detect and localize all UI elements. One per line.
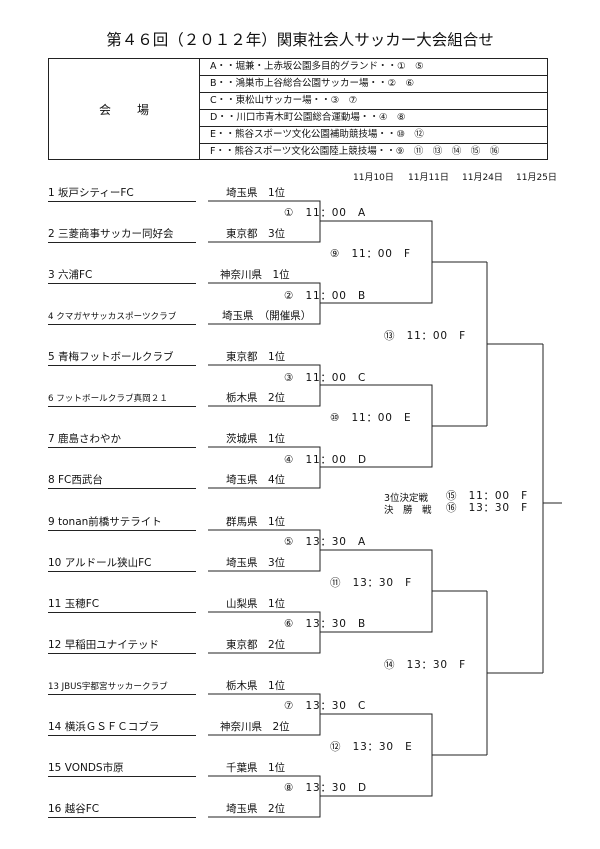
bracket-round1-3 bbox=[208, 364, 378, 407]
team-prefecture: 神奈川県 1位 bbox=[220, 269, 290, 281]
date-1: 11月10日 bbox=[353, 173, 394, 183]
team-name: 11 玉穂FC bbox=[48, 598, 100, 610]
team-prefecture: 東京都 2位 bbox=[226, 639, 286, 651]
team-underline bbox=[48, 283, 196, 284]
team-prefecture: 山梨県 1位 bbox=[226, 598, 286, 610]
team-underline bbox=[48, 447, 196, 448]
bracket-round1-2 bbox=[208, 282, 378, 325]
team-prefecture: 埼玉県 3位 bbox=[226, 557, 286, 569]
team-name: 3 六浦FC bbox=[48, 269, 93, 281]
date-4: 11月25日 bbox=[516, 173, 557, 183]
venue-row-d: D・・川口市青木町公園総合運動場・・④ ⑧ bbox=[200, 110, 547, 127]
team-underline bbox=[48, 612, 196, 613]
venue-row-c: C・・東松山サッカー場・・③ ⑦ bbox=[200, 93, 547, 110]
match-label: ① 11：00 A bbox=[284, 207, 367, 219]
team-name: 12 早稲田ユナイテッド bbox=[48, 639, 159, 651]
team-name: 15 VONDS市原 bbox=[48, 762, 124, 774]
team-underline bbox=[48, 653, 196, 654]
page-title: 第４６回（２０１２年）関東社会人サッカー大会組合せ bbox=[106, 31, 494, 49]
match-label: ⑧ 13：30 D bbox=[284, 782, 367, 794]
team-name: 5 青梅フットボールクラブ bbox=[48, 351, 174, 363]
venue-row-e: E・・熊谷スポーツ文化公園補助競技場・・⑩ ⑫ bbox=[200, 127, 547, 144]
team-underline bbox=[48, 242, 196, 243]
team-prefecture: 栃木県 1位 bbox=[226, 680, 286, 692]
match-label: ⑬ 11：00 F bbox=[384, 330, 466, 342]
third-place-label: 3位決定戦 bbox=[384, 493, 429, 504]
venue-label-cell: 会場 bbox=[49, 59, 200, 159]
bracket-round1-1 bbox=[208, 200, 378, 243]
team-prefecture: 茨城県 1位 bbox=[226, 433, 286, 445]
team-prefecture: 千葉県 1位 bbox=[226, 762, 286, 774]
team-name: 6 フットボールクラブ真岡２１ bbox=[48, 394, 168, 404]
team-name: 7 鹿島さわやか bbox=[48, 433, 122, 445]
team-name: 2 三菱商事サッカー同好会 bbox=[48, 228, 174, 240]
match-label: ③ 11：00 C bbox=[284, 372, 367, 384]
match-label: ⑭ 13：30 F bbox=[384, 659, 466, 671]
team-prefecture: 埼玉県 1位 bbox=[226, 187, 286, 199]
team-underline bbox=[48, 776, 196, 777]
final-match: ⑯ 13：30 F bbox=[446, 502, 528, 514]
venue-table: 会場 A・・堀兼・上赤坂公園多目的グランド・・① ⑤ B・・鴻巣市上谷総合公園サ… bbox=[48, 58, 548, 160]
team-name: 10 アルドール狭山FC bbox=[48, 557, 152, 569]
team-underline bbox=[48, 817, 196, 818]
bracket-round1-6 bbox=[208, 611, 378, 654]
match-label: ⑦ 13：30 C bbox=[284, 700, 367, 712]
bracket-round1-5 bbox=[208, 529, 378, 572]
team-prefecture: 栃木県 2位 bbox=[226, 392, 286, 404]
team-prefecture: 埼玉県 2位 bbox=[226, 803, 286, 815]
team-name: 16 越谷FC bbox=[48, 803, 100, 815]
team-name: 9 tonan前橋サテライト bbox=[48, 516, 162, 528]
match-label: ② 11：00 B bbox=[284, 290, 367, 302]
match-label: ⑫ 13：30 E bbox=[330, 741, 413, 753]
venue-row-a: A・・堀兼・上赤坂公園多目的グランド・・① ⑤ bbox=[200, 59, 547, 76]
final-label: 決 勝 戦 bbox=[384, 505, 432, 516]
team-underline bbox=[48, 201, 196, 202]
match-label: ⑩ 11：00 E bbox=[330, 412, 412, 424]
team-underline bbox=[48, 324, 196, 325]
bracket-round2-2 bbox=[378, 384, 487, 468]
match-label: ⑪ 13：30 F bbox=[330, 577, 412, 589]
team-name: 1 坂戸シティーFC bbox=[48, 187, 134, 199]
date-2: 11月11日 bbox=[408, 173, 449, 183]
team-underline bbox=[48, 735, 196, 736]
team-name: 13 JBUS宇都宮サッカークラブ bbox=[48, 682, 168, 692]
bracket-round2-3 bbox=[378, 549, 487, 633]
team-prefecture: 埼玉県 （開催県） bbox=[222, 310, 312, 322]
venue-label: 会場 bbox=[98, 103, 175, 117]
team-name: 4 クマガヤサッカスポーツクラブ bbox=[48, 312, 177, 322]
bracket-round1-8 bbox=[208, 775, 378, 818]
date-3: 11月24日 bbox=[462, 173, 503, 183]
bracket-round2-4 bbox=[378, 713, 487, 797]
team-prefecture: 神奈川県 2位 bbox=[220, 721, 290, 733]
venue-row-f: F・・熊谷スポーツ文化公園陸上競技場・・⑨ ⑪ ⑬ ⑭ ⑮ ⑯ bbox=[210, 146, 500, 157]
team-prefecture: 東京都 3位 bbox=[226, 228, 286, 240]
bracket-round1-7 bbox=[208, 693, 378, 736]
team-underline bbox=[48, 694, 196, 695]
bracket-round2-1 bbox=[378, 220, 487, 304]
team-underline bbox=[48, 365, 196, 366]
team-prefecture: 埼玉県 4位 bbox=[226, 474, 286, 486]
venue-row-b: B・・鴻巣市上谷総合公園サッカー場・・② ⑥ bbox=[200, 76, 547, 93]
team-underline bbox=[48, 530, 196, 531]
team-underline bbox=[48, 571, 196, 572]
match-label: ⑥ 13：30 B bbox=[284, 618, 367, 630]
bracket-round1-4 bbox=[208, 446, 378, 489]
third-place-match: ⑮ 11：00 F bbox=[446, 490, 528, 502]
team-name: 8 FC西武台 bbox=[48, 474, 103, 486]
team-name: 14 横浜ＧＳＦＣコブラ bbox=[48, 721, 160, 733]
match-label: ⑨ 11：00 F bbox=[330, 248, 411, 260]
team-prefecture: 群馬県 1位 bbox=[226, 516, 286, 528]
team-underline bbox=[48, 488, 196, 489]
team-prefecture: 東京都 1位 bbox=[226, 351, 286, 363]
match-label: ④ 11：00 D bbox=[284, 454, 367, 466]
team-underline bbox=[48, 406, 196, 407]
match-label: ⑤ 13：30 A bbox=[284, 536, 367, 548]
